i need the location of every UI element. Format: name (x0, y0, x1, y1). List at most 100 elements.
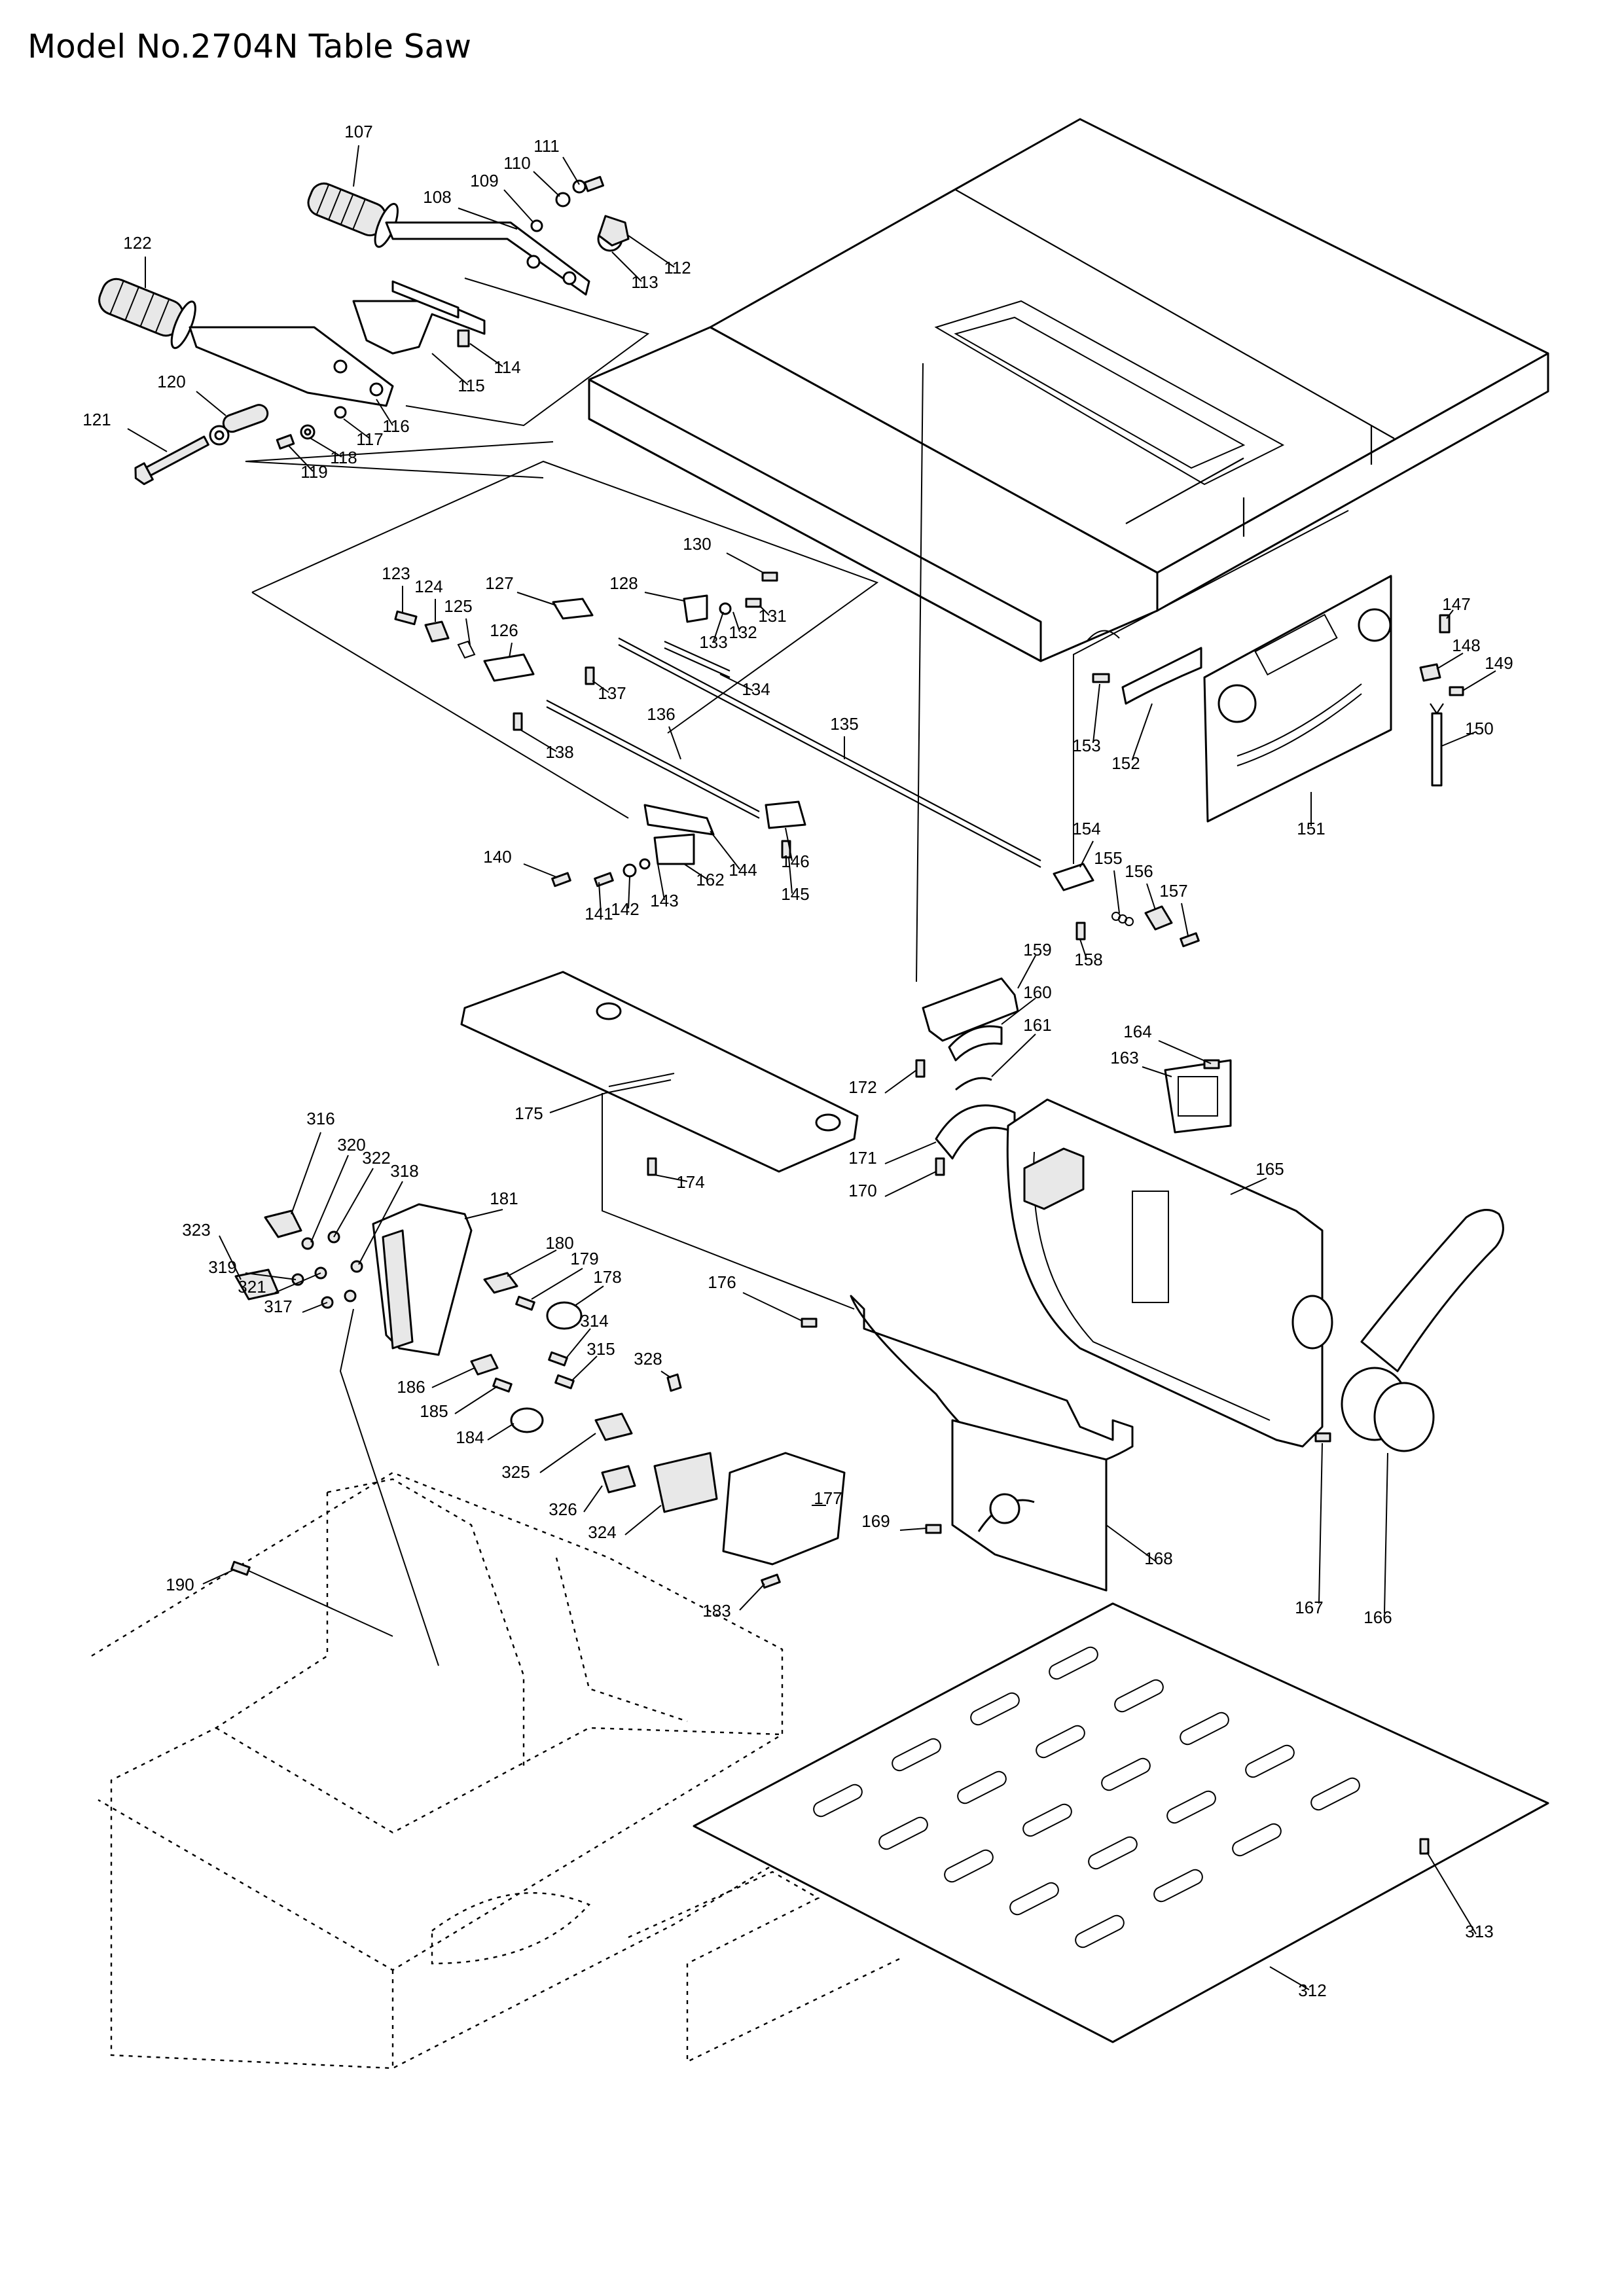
leader-line-115 (431, 353, 469, 386)
leader-line-153 (1092, 683, 1100, 744)
nut-124 (424, 620, 450, 643)
leader-line-317 (302, 1302, 328, 1313)
leader-line-110 (533, 171, 560, 197)
trunnion-assembly (915, 977, 1504, 1452)
leader-line-156 (1146, 883, 1156, 910)
shaft-135 (618, 637, 1041, 861)
leader-line-163 (1142, 1066, 1172, 1077)
nut-156 (1144, 905, 1173, 931)
leader-line-140 (523, 863, 557, 878)
leader-line-116 (376, 399, 393, 426)
callout-label-161: 161 (1023, 1015, 1051, 1035)
callout-label-137: 137 (598, 683, 626, 703)
callout-label-153: 153 (1072, 736, 1100, 755)
leader-line-107 (353, 145, 359, 187)
callout-label-167: 167 (1295, 1598, 1323, 1617)
leader-line-127 (516, 592, 557, 606)
leader-line-146 (785, 827, 793, 861)
leader-line-321 (274, 1272, 321, 1293)
leader-line-328 (660, 1371, 672, 1378)
leader-line-318 (358, 1181, 403, 1265)
callout-label-160: 160 (1023, 982, 1051, 1002)
leader-line-134 (719, 673, 753, 691)
leader-line-174 (654, 1174, 688, 1182)
callout-label-156: 156 (1125, 861, 1153, 881)
leader-line-145 (788, 857, 793, 894)
leader-line-152 (1132, 703, 1153, 760)
callout-label-109: 109 (470, 171, 498, 190)
leader-line-155 (1113, 870, 1120, 914)
callout-label-122: 122 (123, 233, 151, 253)
callout-label-124: 124 (414, 577, 442, 596)
spring-155 (1111, 912, 1134, 926)
knob-316 (264, 1210, 302, 1238)
blade-case-165 (1006, 1098, 1324, 1448)
pin-150 (1431, 712, 1443, 787)
leader-line-121 (127, 428, 168, 452)
leader-line-166 (1384, 1452, 1388, 1614)
leader-line-131 (759, 605, 770, 616)
leader-line-181 (464, 1209, 503, 1219)
callout-label-171: 171 (848, 1148, 876, 1168)
handle-assembly (98, 175, 650, 486)
leader-line-176 (742, 1292, 803, 1321)
leader-line-326 (583, 1485, 603, 1513)
callout-label-158: 158 (1074, 950, 1102, 969)
callout-label-181: 181 (490, 1189, 518, 1208)
callout-label-113: 113 (631, 272, 658, 292)
leader-line-130 (726, 552, 765, 574)
leader-line-320 (310, 1155, 349, 1243)
callout-label-319: 319 (208, 1257, 236, 1277)
callout-label-110: 110 (503, 153, 530, 173)
callout-label-166: 166 (1363, 1607, 1392, 1627)
part-325 (594, 1412, 633, 1441)
leader-line-109 (503, 189, 534, 223)
callout-label-143: 143 (650, 891, 678, 910)
holder-160 (948, 1025, 1003, 1062)
callout-label-133: 133 (699, 632, 727, 652)
leader-line-314 (566, 1328, 591, 1359)
leader-line-315 (572, 1355, 598, 1380)
leader-line-325 (539, 1433, 596, 1473)
clamp-186 (470, 1354, 499, 1376)
leader-line-111 (562, 156, 580, 185)
leader-line-186 (431, 1367, 475, 1388)
leader-line-154 (1079, 840, 1094, 868)
leader-line-150 (1441, 731, 1477, 747)
callout-label-144: 144 (729, 860, 757, 880)
leader-line-180 (507, 1249, 557, 1277)
leader-line-183 (739, 1583, 765, 1611)
callout-label-316: 316 (306, 1109, 334, 1128)
leader-line-133 (713, 611, 724, 642)
callout-label-325: 325 (501, 1462, 530, 1482)
bolt-121 (134, 435, 209, 486)
callout-label-121: 121 (82, 410, 111, 429)
callout-label-138: 138 (545, 742, 573, 762)
cover-177 (722, 1452, 846, 1566)
leader-line-170 (884, 1171, 937, 1197)
leader-line-319 (245, 1272, 297, 1280)
callout-label-323: 323 (182, 1220, 210, 1240)
callout-label-165: 165 (1255, 1159, 1284, 1179)
callout-label-132: 132 (729, 622, 757, 642)
leader-line-171 (884, 1141, 937, 1164)
plate-162 (653, 833, 695, 865)
callout-label-162: 162 (696, 870, 724, 889)
callout-label-178: 178 (593, 1267, 621, 1287)
callout-label-150: 150 (1465, 719, 1493, 738)
leader-line-144 (710, 831, 740, 870)
callout-label-135: 135 (830, 714, 858, 734)
callout-label-177: 177 (814, 1488, 842, 1508)
callout-label-328: 328 (634, 1349, 662, 1369)
leader-line-322 (333, 1168, 374, 1238)
leader-line-160 (1001, 997, 1036, 1025)
callout-label-117: 117 (356, 429, 383, 449)
callout-label-141: 141 (585, 904, 613, 924)
callout-label-322: 322 (362, 1148, 390, 1168)
holder-161 (955, 1077, 992, 1091)
callout-label-184: 184 (456, 1427, 484, 1447)
callout-label-108: 108 (423, 187, 451, 207)
leader-line-136 (668, 726, 681, 760)
table-top (588, 118, 1549, 662)
